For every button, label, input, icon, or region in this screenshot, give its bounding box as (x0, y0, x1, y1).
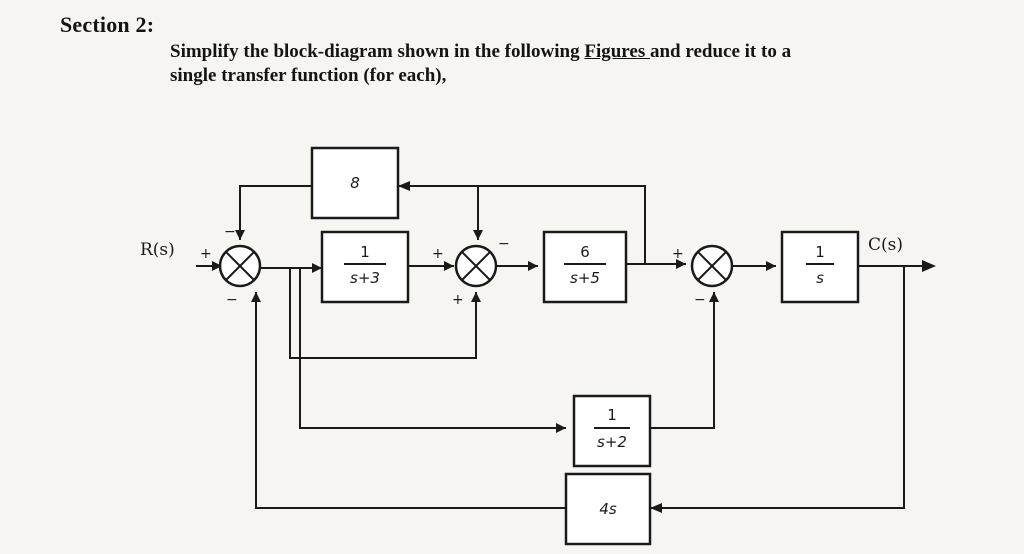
block-g5-label: 4s (599, 500, 617, 518)
problem-text-end: and reduce it to a (649, 41, 792, 62)
block-g3-numerator: 1 (815, 243, 825, 261)
block-g4 (572, 394, 652, 468)
sign-s3-left: + (672, 246, 684, 262)
arrowhead (766, 261, 776, 271)
block-g3-denominator: s (816, 269, 824, 287)
block-g2-denominator: s+5 (570, 269, 600, 287)
block-g2-numerator: 6 (580, 243, 590, 261)
block-g2 (542, 230, 628, 304)
block-gain-8-label: 8 (350, 174, 360, 192)
arrowhead (922, 260, 936, 272)
block-g1 (320, 230, 410, 304)
wire-fb-4s-right (650, 266, 905, 509)
wire-fb-8-top (398, 185, 646, 264)
arrowhead (471, 292, 481, 302)
arrowhead (251, 292, 261, 302)
arrowhead (398, 181, 410, 191)
arrowhead (556, 423, 566, 433)
problem-text-start: Simplify the block-diagram shown in the … (170, 41, 585, 62)
problem-statement: Simplify the block-diagram shown in the … (170, 40, 930, 88)
block-g1-denominator: s+3 (350, 269, 380, 287)
arrowhead (650, 503, 662, 513)
summing-junction-3 (690, 244, 734, 288)
arrowhead (235, 230, 245, 240)
summing-junction-2 (454, 244, 498, 288)
sign-s3-bottom: − (694, 292, 706, 308)
summing-junction-1 (218, 244, 262, 288)
block-gain-8 (310, 146, 400, 220)
wire-fb-8-left (239, 185, 312, 240)
arrowhead (528, 261, 538, 271)
block-g1-numerator: 1 (360, 243, 370, 261)
problem-line-1: Simplify the block-diagram shown in the … (170, 40, 930, 64)
section-title: Section 2: (60, 12, 155, 37)
arrowhead (212, 261, 222, 271)
arrowhead (676, 259, 686, 269)
block-g4-denominator: s+2 (597, 433, 627, 451)
arrowhead (312, 263, 322, 273)
sign-s2-left: + (432, 246, 444, 262)
wire-g4-to-s3 (650, 292, 715, 429)
input-label: R(s) (140, 240, 175, 260)
arrowhead (709, 292, 719, 302)
wire-to-g4 (299, 268, 566, 429)
sign-s1-bottom: − (226, 292, 238, 308)
figures-link: Figures (584, 41, 650, 62)
sign-s2-top: − (498, 236, 510, 252)
block-g4-numerator: 1 (607, 406, 617, 424)
wire-ff-s2-bottom (289, 268, 477, 359)
sign-s1-top: − (224, 224, 236, 240)
sign-s2-bottom: + (452, 292, 464, 308)
block-g5 (564, 472, 652, 546)
arrowhead (444, 261, 454, 271)
block-g3 (780, 230, 860, 304)
output-label: C(s) (868, 235, 903, 255)
sign-s1-input: + (200, 246, 212, 262)
arrowhead (473, 230, 483, 240)
problem-line-2: single transfer function (for each), (170, 65, 447, 86)
wire-fb-4s-left (255, 292, 566, 509)
